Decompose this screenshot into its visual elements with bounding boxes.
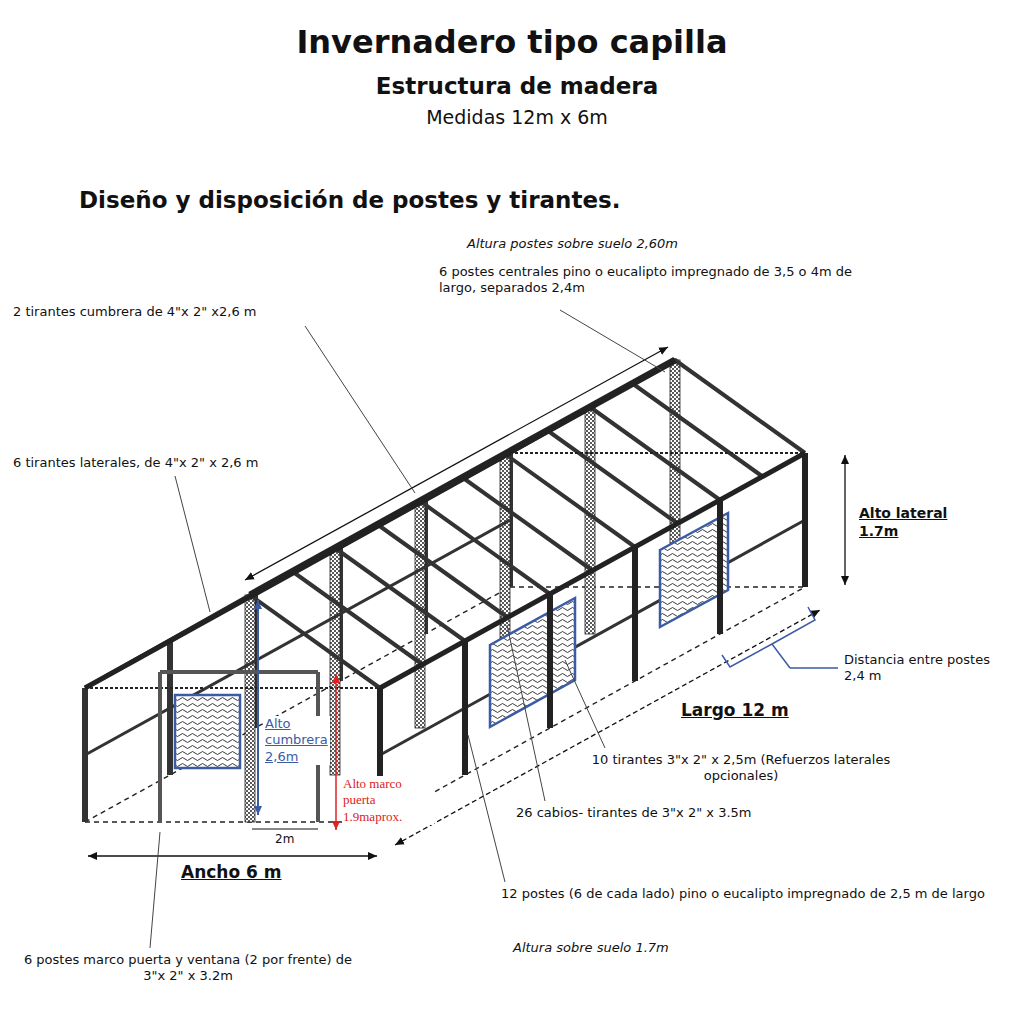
subtitle: Estructura de madera [4, 72, 1024, 101]
part-note: 10 tirantes 3"x 2" x 2,5m (Refuerzos lat… [590, 752, 892, 785]
part-note: 6 postes marco puerta y ventana (2 por f… [22, 952, 354, 985]
width-dimension [88, 855, 377, 856]
part-note: 6 postes centrales pino o eucalipto impr… [438, 264, 880, 297]
door-width-dimension [252, 828, 318, 829]
post-spacing-bracket [722, 607, 838, 668]
dimension-label: 2m [274, 832, 295, 847]
section-heading: Diseño y disposición de postes y tirante… [78, 186, 621, 215]
length-dimension [395, 610, 820, 845]
rafters [85, 360, 805, 688]
dimension-label: Alto marco puerta 1.9maprox. [342, 776, 434, 825]
side-height-dimension [844, 455, 845, 585]
note: Altura postes sobre suelo 2,60m [466, 236, 679, 252]
ground-outline [85, 587, 805, 822]
leader-lines [150, 310, 665, 948]
front-window [175, 695, 240, 768]
title: Invernadero tipo capilla [0, 22, 1024, 62]
ridge-beam [250, 360, 675, 595]
ridge-dimension [245, 347, 668, 580]
part-note: 26 cabios- tirantes de 3"x 2" x 3.5m [515, 805, 752, 821]
part-note: 6 tirantes laterales, de 4"x 2" x 2,6 m [12, 455, 259, 471]
dimension-label: Alto cumbrera 2,6m [264, 716, 330, 765]
dimension-label: Distancia entre postes 2,4 m [843, 652, 995, 685]
back-tie [510, 452, 805, 454]
subtitle: Medidas 12m x 6m [4, 106, 1024, 130]
ridge-height-dimension [257, 600, 259, 815]
left-side-posts [85, 453, 510, 822]
side-windows [490, 513, 728, 727]
note: Altura sobre suelo 1.7m [512, 940, 670, 956]
dimension-label: Ancho 6 m [180, 862, 283, 883]
part-note: 2 tirantes cumbrera de 4"x 2" x2,6 m [12, 304, 257, 320]
dimension-label: Alto lateral 1.7m [858, 505, 970, 540]
door-height-dimension [335, 674, 337, 830]
part-note: 12 postes (6 de cada lado) pino o eucali… [500, 886, 1012, 902]
dimension-label: Largo 12 m [680, 700, 790, 721]
